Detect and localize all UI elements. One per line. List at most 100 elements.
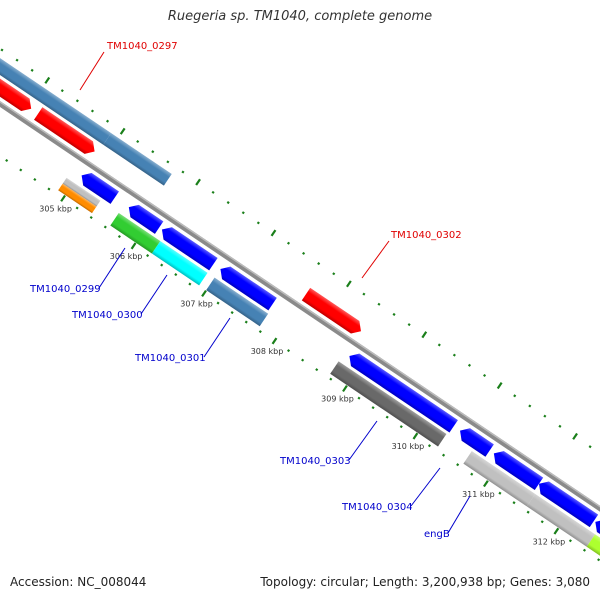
gene-feature[interactable]	[125, 201, 164, 234]
gene-shading	[110, 213, 161, 254]
gene-feature[interactable]	[490, 447, 544, 491]
tick-label: 307 kbp	[180, 300, 213, 309]
gene-shading	[330, 361, 447, 447]
gene-feature[interactable]	[216, 263, 277, 311]
gene-feature[interactable]	[0, 50, 35, 115]
minor-tick	[33, 177, 37, 182]
minor-tick	[543, 414, 547, 418]
gene-shading	[220, 266, 277, 311]
minor-tick	[15, 58, 19, 62]
gene-shading	[526, 493, 596, 547]
minor-tick	[174, 273, 178, 277]
feature-label[interactable]: TM1040_0304	[341, 502, 413, 513]
minor-tick	[588, 445, 592, 449]
minor-tick	[166, 160, 170, 164]
minor-tick	[470, 472, 474, 476]
minor-tick	[90, 109, 94, 113]
gene-feature[interactable]	[110, 213, 161, 254]
feature-label[interactable]: TM1040_0300	[71, 310, 143, 321]
minor-tick	[427, 444, 431, 448]
minor-tick	[89, 215, 93, 220]
gene-feature[interactable]	[526, 493, 596, 547]
gene-feature[interactable]	[62, 177, 101, 207]
minor-tick	[407, 323, 411, 327]
major-tick	[130, 242, 137, 250]
gene-feature[interactable]	[158, 223, 218, 271]
minor-tick	[60, 89, 64, 93]
minor-tick	[160, 263, 164, 267]
gene-shading	[62, 177, 101, 207]
feature-label[interactable]: TM1040_0301	[134, 353, 206, 364]
gene-shading	[538, 481, 599, 528]
feature-label[interactable]: TM1040_0297	[106, 41, 178, 52]
feature-label[interactable]: TM1040_0303	[279, 456, 351, 467]
gene-feature[interactable]	[463, 451, 536, 507]
minor-tick	[317, 262, 321, 266]
gene-feature[interactable]	[301, 287, 365, 338]
gene-feature[interactable]	[77, 169, 119, 204]
feature-label[interactable]: TM1040_0299	[29, 284, 101, 295]
major-tick	[553, 527, 560, 535]
gene-shading	[161, 227, 218, 271]
minor-tick	[0, 48, 4, 52]
minor-tick	[211, 190, 215, 194]
gene-feature[interactable]	[34, 107, 99, 157]
major-tick	[60, 194, 66, 202]
major-tick	[342, 385, 348, 393]
minor-tick	[286, 241, 291, 245]
minor-tick	[582, 548, 587, 552]
gene-feature[interactable]	[103, 133, 172, 186]
gene-feature[interactable]	[586, 534, 600, 600]
feature-label[interactable]: TM1040_0302	[390, 230, 462, 241]
major-tick	[412, 432, 419, 440]
minor-tick	[136, 139, 140, 144]
minor-tick	[19, 168, 23, 172]
minor-tick	[47, 187, 51, 191]
major-tick	[119, 127, 126, 135]
minor-tick	[5, 158, 9, 163]
gene-shading	[586, 534, 600, 600]
gene-shading	[349, 353, 458, 433]
major-tick	[270, 229, 277, 237]
gene-shading	[0, 50, 32, 112]
major-tick	[483, 480, 489, 488]
minor-tick	[377, 302, 381, 306]
minor-tick	[362, 292, 366, 296]
gene-feature[interactable]	[0, 36, 112, 145]
minor-tick	[302, 251, 306, 255]
label-leader-line	[410, 467, 441, 507]
accession-text: Accession: NC_008044	[10, 575, 147, 589]
minor-tick	[456, 463, 460, 467]
gene-feature[interactable]	[456, 424, 494, 457]
gene-feature[interactable]	[330, 361, 447, 447]
minor-tick	[483, 373, 487, 377]
topology-text: Topology: circular; Length: 3,200,938 bp…	[260, 575, 590, 589]
gene-feature[interactable]	[345, 350, 458, 433]
label-leader-line	[140, 274, 168, 315]
gene-feature[interactable]	[151, 241, 208, 286]
minor-tick	[442, 453, 446, 457]
minor-tick	[315, 368, 319, 372]
gene-shading	[463, 451, 536, 507]
minor-tick	[301, 358, 305, 362]
label-leader-line	[98, 247, 126, 289]
minor-tick	[329, 377, 333, 381]
feature-label[interactable]: engB	[424, 529, 450, 540]
minor-tick	[241, 211, 245, 215]
tick-label: 306 kbp	[110, 252, 143, 261]
gene-shading	[128, 204, 164, 234]
tick-label: 312 kbp	[533, 537, 566, 546]
minor-tick	[258, 330, 262, 334]
gene-feature[interactable]	[206, 277, 269, 327]
tick-label: 309 kbp	[321, 395, 354, 404]
minor-tick	[371, 406, 375, 410]
tick-label: 305 kbp	[39, 205, 72, 214]
minor-tick	[287, 349, 291, 353]
gene-feature[interactable]	[58, 183, 97, 214]
label-leader-line	[348, 420, 378, 461]
label-leader-line	[203, 317, 231, 358]
minor-tick	[467, 363, 471, 367]
gene-feature[interactable]	[535, 478, 599, 528]
